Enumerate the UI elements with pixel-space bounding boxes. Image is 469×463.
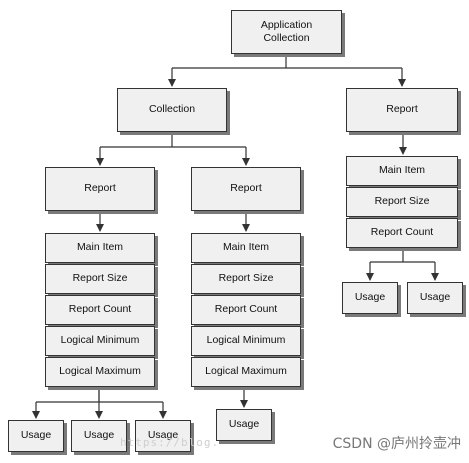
report-size-middle: Report Size [191,264,301,294]
usage-node-1: Usage [8,420,64,452]
csdn-watermark: CSDN @庐州拎壶冲 [332,436,461,452]
logical-maximum-left: Logical Maximum [45,357,155,387]
report-node-middle: Report [191,167,301,211]
report-size-right: Report Size [346,187,458,217]
report-size-left: Report Size [45,264,155,294]
logical-minimum-left: Logical Minimum [45,326,155,356]
usage-node-6: Usage [407,282,463,314]
logical-maximum-middle: Logical Maximum [191,357,301,387]
report-node-right: Report [346,88,458,132]
usage-node-2: Usage [71,420,127,452]
report-count-right: Report Count [346,218,458,248]
main-item-right: Main Item [346,156,458,186]
usage-node-5: Usage [342,282,398,314]
main-item-left: Main Item [45,233,155,263]
report-count-left: Report Count [45,295,155,325]
watermark-url: https://blog. [120,436,220,449]
usage-node-4: Usage [216,409,272,441]
report-count-middle: Report Count [191,295,301,325]
logical-minimum-middle: Logical Minimum [191,326,301,356]
main-item-middle: Main Item [191,233,301,263]
usage-node-3: Usage [135,420,191,452]
collection-node: Collection [117,88,227,132]
application-collection-node: Application Collection [231,10,342,54]
report-node-left: Report [45,167,155,211]
